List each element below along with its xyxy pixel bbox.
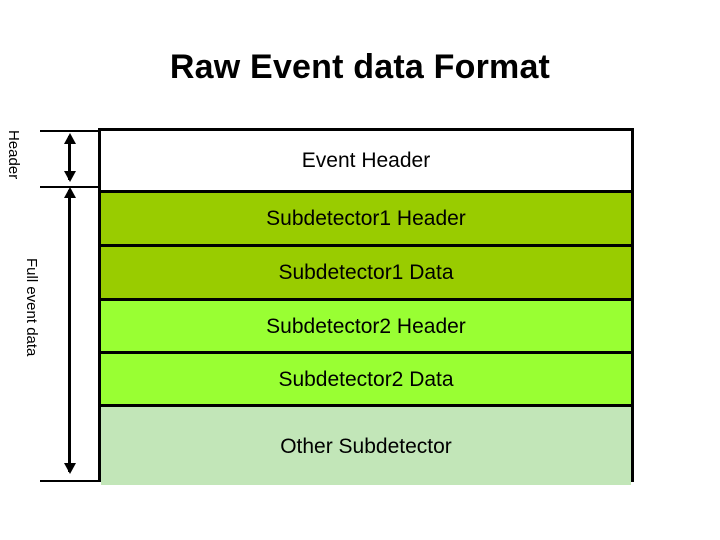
format-row: Subdetector2 Data xyxy=(101,354,631,407)
bracket-tick-bottom-line xyxy=(40,480,98,482)
header-span-arrow-shaft xyxy=(68,136,71,180)
side-label-header: Header xyxy=(5,130,22,180)
format-row-label: Event Header xyxy=(301,149,431,172)
bracket-gutter xyxy=(0,120,100,490)
format-row-label: Subdetector1 Data xyxy=(278,261,454,284)
page-title: Raw Event data Format xyxy=(169,48,551,86)
full-event-span-arrow-shaft xyxy=(68,190,71,472)
format-row: Subdetector2 Header xyxy=(101,301,631,354)
bracket-tick-top-line xyxy=(40,130,98,132)
format-row-label: Subdetector2 Header xyxy=(266,314,466,338)
format-row-label: Subdetector1 Header xyxy=(266,207,466,230)
format-row: Other Subdetector xyxy=(101,407,631,485)
format-row-label: Other Subdetector xyxy=(280,434,452,458)
format-row: Event Header xyxy=(101,131,631,193)
header-span-arrow-down-head-icon xyxy=(63,171,76,182)
side-label-full-event-data: Full event data xyxy=(23,258,40,357)
full-event-span-arrow-down-head-icon xyxy=(63,463,76,474)
format-row: Subdetector1 Header xyxy=(101,193,631,247)
format-row-label: Subdetector2 Data xyxy=(278,367,454,391)
format-row: Subdetector1 Data xyxy=(101,247,631,301)
raw-event-format-stack: Event Header Subdetector1 Header Subdete… xyxy=(98,128,634,485)
